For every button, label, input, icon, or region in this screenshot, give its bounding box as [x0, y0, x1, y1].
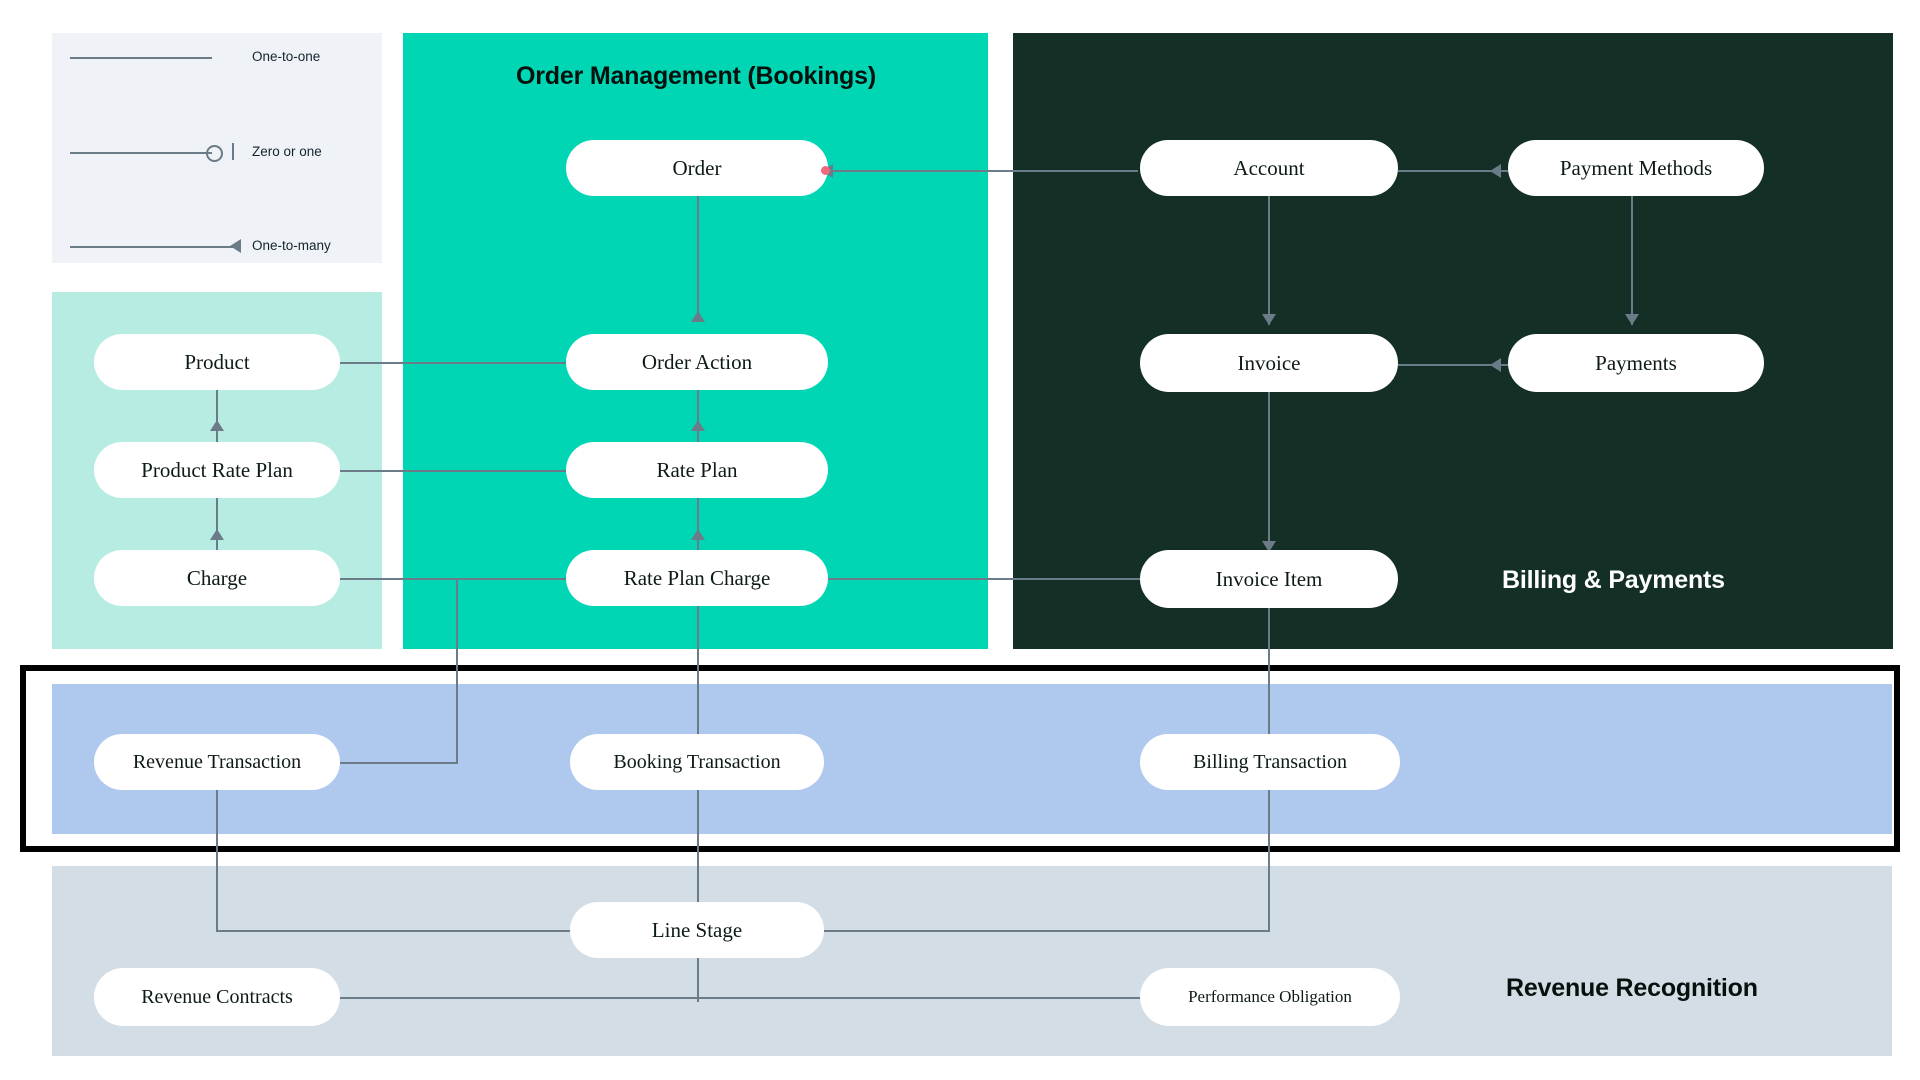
- legend-label: Zero or one: [252, 144, 322, 159]
- node-product[interactable]: Product: [94, 334, 340, 390]
- revenue-recognition-title: Revenue Recognition: [1506, 974, 1758, 1002]
- section-transactions: [52, 684, 1892, 834]
- node-rate-plan[interactable]: Rate Plan: [566, 442, 828, 498]
- arrow-up-charge: [210, 529, 224, 540]
- edge-revenuecontracts-performanceobligation: [340, 997, 1140, 999]
- edge-charge-revenuetransaction-h: [340, 762, 458, 764]
- edge-charge-rateplancharge: [340, 578, 566, 580]
- one-to-many-icon: [20, 233, 242, 259]
- edge-invoice-payments: [1398, 364, 1508, 366]
- arrow-up-rateplan: [691, 420, 705, 431]
- node-performance-obligation[interactable]: Performance Obligation: [1140, 968, 1400, 1026]
- node-line-stage[interactable]: Line Stage: [570, 902, 824, 958]
- node-charge[interactable]: Charge: [94, 550, 340, 606]
- node-order[interactable]: Order: [566, 140, 828, 196]
- edge-revenuetransaction-linestage-v: [216, 790, 218, 931]
- edge-linestage-contracts: [697, 950, 699, 1002]
- edge-charge-revenuetransaction-v: [456, 578, 458, 764]
- order-management-title: Order Management (Bookings): [516, 62, 876, 90]
- node-revenue-contracts[interactable]: Revenue Contracts: [94, 968, 340, 1026]
- node-payments[interactable]: Payments: [1508, 334, 1764, 392]
- edge-product-orderaction: [340, 362, 566, 364]
- node-invoice-item[interactable]: Invoice Item: [1140, 550, 1398, 608]
- billing-payments-title: Billing & Payments: [1502, 566, 1725, 594]
- node-product-rate-plan[interactable]: Product Rate Plan: [94, 442, 340, 498]
- legend-label: One-to-one: [252, 49, 321, 64]
- arrow-left-payments: [1490, 358, 1501, 372]
- edge-revenuetransaction-linestage-h: [216, 930, 571, 932]
- arrow-down-payments: [1625, 314, 1639, 325]
- legend-item-one-to-many: One-to-many: [0, 233, 1920, 259]
- zero-or-one-icon: [20, 139, 242, 165]
- legend-item-zero-or-one: Zero or one: [0, 139, 1920, 165]
- arrow-left-paymentmethods: [1490, 164, 1501, 178]
- legend-item-one-to-one: One-to-one: [0, 44, 1920, 70]
- edge-paymentmethods-payments: [1631, 195, 1633, 325]
- edge-billingtransaction-linestage-v: [1268, 790, 1270, 931]
- node-account[interactable]: Account: [1140, 140, 1398, 196]
- section-billing-payments: [1013, 33, 1893, 649]
- arrow-down-invoice: [1262, 314, 1276, 325]
- node-booking-transaction[interactable]: Booking Transaction: [570, 734, 824, 790]
- edge-account-invoice: [1268, 195, 1270, 325]
- arrow-down-invoiceitem: [1262, 541, 1276, 552]
- edge-invoiceitem-billingtransaction: [1268, 602, 1270, 762]
- one-to-one-icon: [20, 44, 242, 70]
- node-rate-plan-charge[interactable]: Rate Plan Charge: [566, 550, 828, 606]
- edge-bookingtransaction-linestage: [697, 790, 699, 912]
- arrow-up-rateplancharge: [691, 529, 705, 540]
- node-order-action[interactable]: Order Action: [566, 334, 828, 390]
- edge-productrateplan-rateplan: [340, 470, 566, 472]
- legend-label: One-to-many: [252, 238, 331, 253]
- edge-billingtransaction-linestage-h: [824, 930, 1270, 932]
- node-invoice[interactable]: Invoice: [1140, 334, 1398, 392]
- node-revenue-transaction[interactable]: Revenue Transaction: [94, 734, 340, 790]
- arrow-up-orderaction: [691, 311, 705, 322]
- node-payment-methods[interactable]: Payment Methods: [1508, 140, 1764, 196]
- section-revenue-recognition: [52, 866, 1892, 1056]
- node-billing-transaction[interactable]: Billing Transaction: [1140, 734, 1400, 790]
- edge-order-orderaction: [697, 195, 699, 320]
- order-endpoint-dot: [821, 166, 830, 175]
- arrow-up-productrateplan: [210, 420, 224, 431]
- edge-rateplancharge-bookingtransaction: [697, 602, 699, 762]
- edge-invoice-invoiceitem: [1268, 390, 1270, 565]
- edge-rateplancharge-invoiceitem: [828, 578, 1140, 580]
- edge-account-paymentmethods: [1398, 170, 1508, 172]
- edge-account-order: [828, 170, 1138, 172]
